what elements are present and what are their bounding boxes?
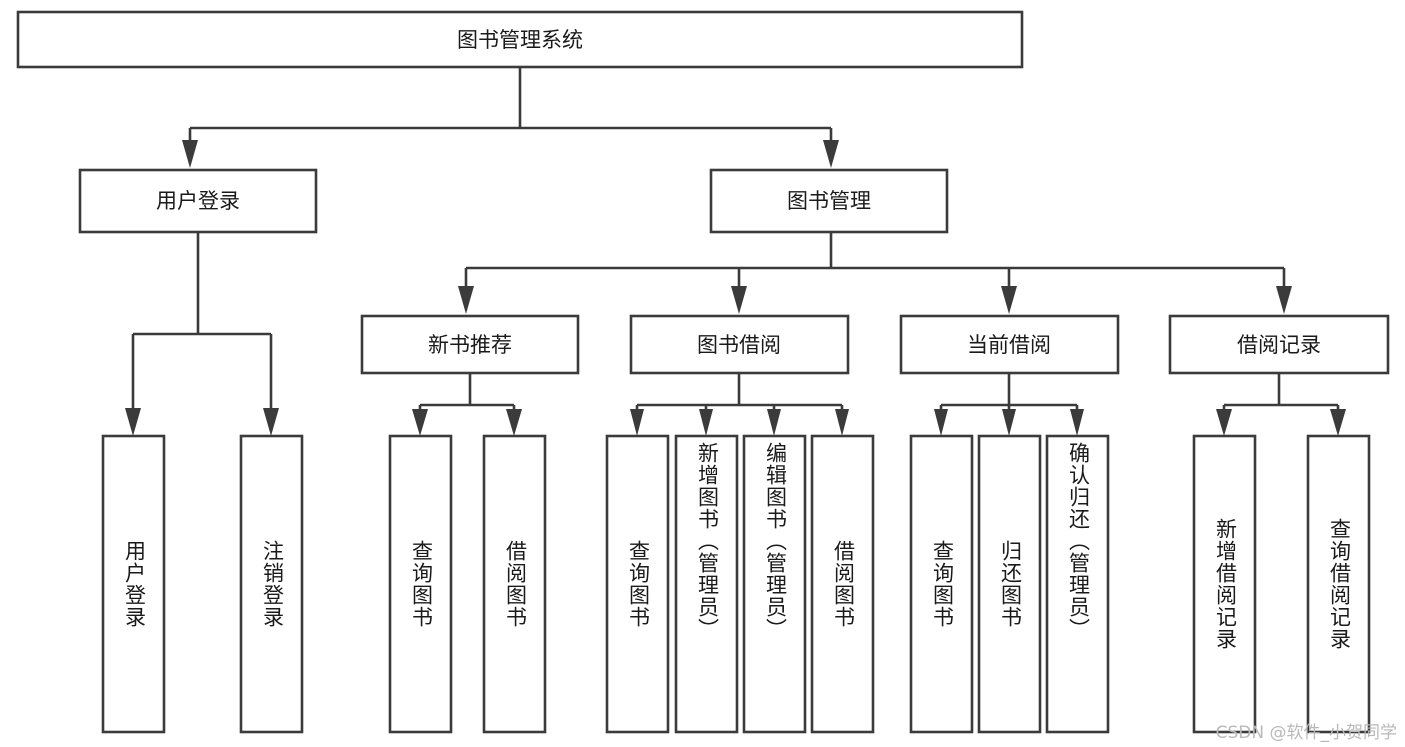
leaf-user-login-1[interactable] (239, 434, 304, 734)
leaf-current-borrow-0[interactable] (909, 434, 974, 734)
node-layer: 图书管理系统 用户登录 图书管理 新书推荐 图书借阅 当前借阅 借阅记录 (16, 10, 1390, 734)
arrow-new-book-leaf-2 (506, 409, 522, 436)
leaf-new-book-1[interactable] (482, 434, 547, 734)
node-book-borrow[interactable] (629, 314, 850, 375)
node-new-book-recommend-label: 新书推荐 (428, 333, 512, 357)
arrow-book-borrow-leaf-3 (767, 409, 781, 436)
leaf-book-borrow-1[interactable] (674, 434, 739, 734)
node-current-borrow[interactable] (899, 314, 1120, 375)
arrow-new-book-leaf-1 (412, 409, 428, 436)
arrow-to-borrow-record (1276, 286, 1292, 314)
arrow-book-borrow-leaf-4 (835, 409, 849, 436)
leaf-current-borrow-1[interactable] (977, 434, 1042, 734)
arrow-to-current-borrow (1001, 286, 1017, 314)
leaf-borrow-record-1[interactable] (1306, 434, 1371, 734)
node-book-borrow-label: 图书借阅 (697, 333, 781, 357)
arrow-borrow-record-leaf-1 (1216, 409, 1232, 436)
arrow-current-borrow-leaf-1 (934, 409, 948, 436)
node-book-manage-label: 图书管理 (787, 189, 871, 213)
csdn-watermark: CSDN @软件_小贺同学 (1215, 723, 1397, 743)
arrow-book-borrow-leaf-1 (630, 409, 644, 436)
node-user-login-label: 用户登录 (156, 189, 240, 213)
node-borrow-record-label: 借阅记录 (1237, 333, 1321, 357)
node-root-system-label: 图书管理系统 (457, 28, 583, 52)
arrow-to-user-login (182, 140, 198, 168)
node-user-login[interactable] (78, 168, 318, 234)
connector-layer (125, 67, 1346, 436)
arrow-current-borrow-leaf-2 (1002, 409, 1016, 436)
leaf-borrow-record-0[interactable] (1192, 434, 1257, 734)
arrow-book-borrow-leaf-2 (699, 409, 713, 436)
arrow-to-new-book (458, 286, 474, 314)
leaf-book-borrow-0[interactable] (605, 434, 670, 734)
leaf-new-book-0[interactable] (388, 434, 453, 734)
leaf-book-borrow-2[interactable] (742, 434, 807, 734)
leaf-current-borrow-2[interactable] (1045, 434, 1110, 734)
arrow-to-book-manage (823, 140, 839, 168)
arrow-user-login-leaf-1 (125, 408, 141, 436)
leaf-user-login-0[interactable] (101, 434, 166, 734)
arrow-borrow-record-leaf-2 (1330, 409, 1346, 436)
node-borrow-record[interactable] (1168, 314, 1390, 375)
node-book-manage[interactable] (709, 168, 949, 234)
arrow-to-book-borrow (731, 286, 747, 314)
arrow-user-login-leaf-2 (263, 408, 279, 436)
node-root-system[interactable] (16, 10, 1024, 69)
leaf-book-borrow-3[interactable] (810, 434, 875, 734)
arrow-current-borrow-leaf-3 (1070, 409, 1084, 436)
node-current-borrow-label: 当前借阅 (967, 333, 1051, 357)
node-new-book-recommend[interactable] (360, 314, 580, 375)
